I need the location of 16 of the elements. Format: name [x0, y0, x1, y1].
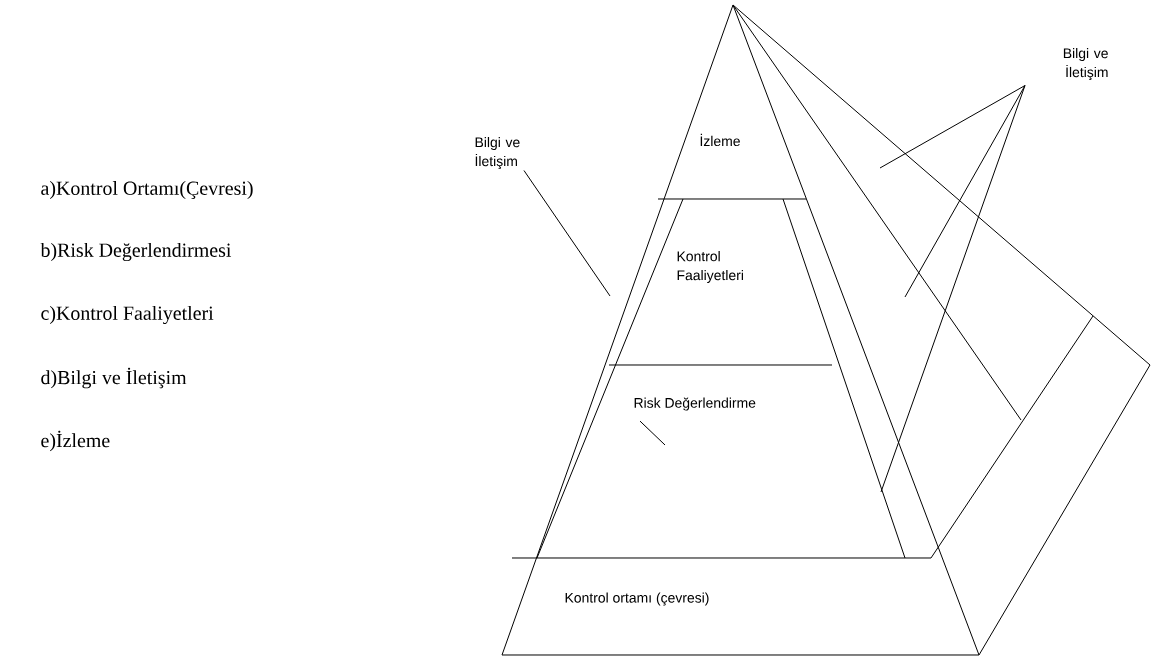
label-text: Bilgi ve İletişim — [475, 137, 520, 169]
label-text: Risk Değerlendirme — [634, 397, 756, 411]
label-text: Kontrol ortamı (çevresi) — [565, 592, 709, 606]
leader-line — [880, 85, 1026, 493]
leader-line — [904, 85, 1026, 298]
list-item: a)Kontrol Ortamı(Çevresi) — [41, 180, 253, 199]
label-text: Kontrol Faaliyetleri — [677, 251, 743, 283]
list-item: d)Bilgi ve İletişim — [41, 367, 187, 389]
leader-line — [639, 420, 666, 446]
leader-line — [523, 170, 611, 297]
label-text: Bilgi ve İletişim — [1063, 48, 1108, 80]
list-item: e)İzleme — [41, 430, 110, 452]
list-item: b)Risk Değerlendirmesi — [40, 242, 232, 262]
leader-line — [879, 85, 1026, 169]
label-text: İzleme — [700, 133, 740, 147]
list-item: c)Kontrol Faaliyetleri — [41, 305, 214, 325]
